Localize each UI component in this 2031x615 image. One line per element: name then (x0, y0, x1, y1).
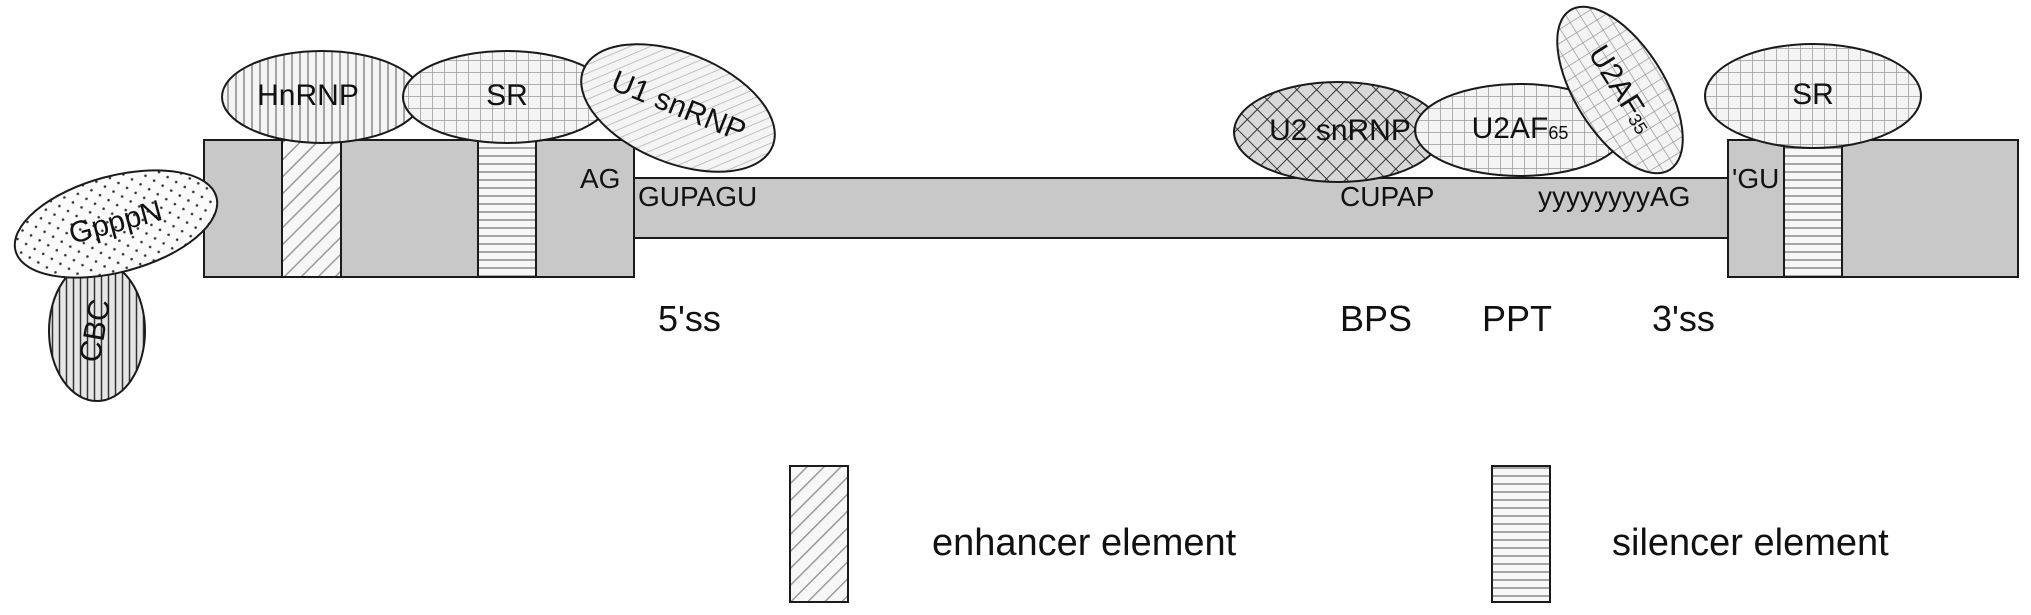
exon-2 (1727, 139, 2019, 278)
u2af65-protein: U2AF65 (1414, 83, 1626, 177)
hnrnp-protein: HnRNP (221, 50, 423, 144)
u2af65-base: U2AF (1472, 112, 1549, 145)
five-prime-seq: GUPAGU (638, 181, 757, 212)
sr-left-label: SR (486, 79, 528, 112)
sr-protein-right: SR (1704, 43, 1922, 149)
five-ss-label: 5'ss (658, 298, 721, 339)
legend-silencer: silencer element (1491, 465, 1889, 603)
sr-protein-left: SR (402, 50, 612, 144)
ppt-label: PPT (1482, 298, 1552, 339)
u2-snrnp-protein: U2 snRNP (1233, 81, 1443, 183)
cap-gpppn: GpppN (13, 169, 219, 279)
legend-enhancer-swatch (789, 465, 849, 603)
pre-mrna (203, 139, 2019, 278)
exon-1-silencer-element (477, 139, 537, 278)
exon2-start-seq: 'GU (1732, 163, 1779, 194)
hnrnp-label: HnRNP (257, 79, 359, 112)
u2-snrnp-label: U2 snRNP (1269, 114, 1411, 147)
sr-right-label: SR (1792, 78, 1834, 111)
cbc-protein: CBC (48, 260, 146, 402)
exon-1 (203, 139, 635, 278)
branch-point-seq: CUPAP (1340, 181, 1434, 212)
three-ss-label: 3'ss (1652, 298, 1715, 339)
legend: enhancer element silencer element (789, 465, 1889, 603)
bps-label: BPS (1340, 298, 1412, 339)
exon-1-enhancer-element (281, 139, 342, 278)
legend-silencer-swatch (1491, 465, 1551, 603)
u2af65-subscript: 65 (1548, 123, 1568, 143)
exon-2-silencer-element (1783, 139, 1843, 278)
u2af35-protein: U2AF35 (1556, 5, 1684, 175)
legend-enhancer: enhancer element (789, 465, 1237, 603)
u2af65-label: U2AF65 (1472, 112, 1569, 145)
legend-silencer-label: silencer element (1612, 522, 1889, 564)
site-labels: 5'ss BPS PPT 3'ss (658, 298, 1715, 339)
legend-enhancer-label: enhancer element (932, 522, 1237, 564)
intron-body (633, 177, 1729, 239)
sequence-labels: AG GUPAGU CUPAP yyyyyyyyAG 'GU (580, 163, 1779, 212)
exon1-end-seq: AG (580, 163, 620, 194)
u1-snrnp-protein: U1 snRNP (580, 43, 776, 173)
polypyrimidine-seq: yyyyyyyyAG (1538, 181, 1690, 212)
